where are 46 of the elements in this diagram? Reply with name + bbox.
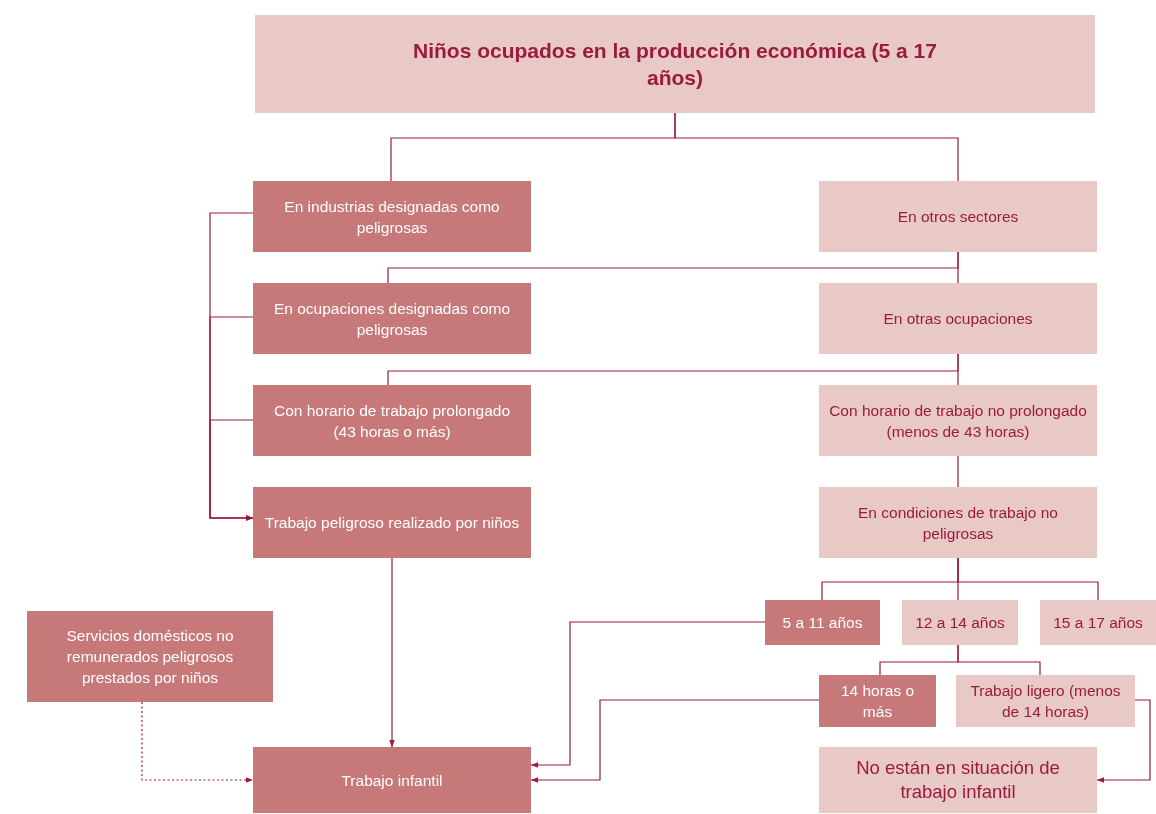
category-box <box>253 747 531 813</box>
outcome-box <box>819 181 1097 252</box>
arrow <box>530 621 766 768</box>
box-label: En ocupaciones designadas como peligrosas <box>272 298 512 340</box>
arrow <box>530 699 820 783</box>
box-label: Trabajo infantil <box>341 770 443 791</box>
category-box <box>27 611 273 702</box>
box-label: En condiciones de trabajo no peligrosas <box>857 502 1059 544</box>
connector-line <box>674 112 959 182</box>
box-label: Trabajo ligero (menos de 14 horas) <box>969 681 1122 722</box>
outcome-box <box>255 15 1095 113</box>
diagram-heading: Niños ocupados en la producción económica (5 a 17 años) <box>412 37 938 91</box>
box-label: Con horario de trabajo no prolongado (menos de 43 horas) <box>828 400 1088 442</box>
outcome-box <box>956 675 1135 727</box>
category-box <box>253 487 531 558</box>
outcome-box <box>819 385 1097 456</box>
box-label: Servicios domésticos no remunerados peligrosos prestados por niños <box>65 626 235 688</box>
category-box <box>819 675 936 727</box>
box-label: 5 a 11 años <box>782 613 863 633</box>
connector-line <box>957 455 959 488</box>
outcome-box <box>902 600 1018 645</box>
arrow <box>389 557 395 748</box>
category-box <box>253 385 531 456</box>
category-box <box>253 283 531 354</box>
category-box <box>765 600 880 645</box>
box-label: En industrias designadas como peligrosas <box>283 196 501 238</box>
box-label: No están en situación de trabajo infantil <box>855 755 1061 804</box>
box-label: Trabajo peligroso realizado por niños <box>264 513 520 533</box>
outcome-box <box>819 487 1097 558</box>
connector-line <box>957 353 959 386</box>
box-label: En otros sectores <box>897 207 1019 227</box>
box-label: En otras ocupaciones <box>883 309 1033 329</box>
outcome-box <box>819 747 1097 813</box>
box-label: Con horario de trabajo prolongado (43 horas o más) <box>272 400 512 442</box>
arrow <box>141 701 254 783</box>
category-box <box>253 181 531 252</box>
box-label: 14 horas o más <box>839 681 916 722</box>
connector-line <box>957 251 959 284</box>
box-label: 12 a 14 años <box>915 613 1005 633</box>
arrow <box>1096 699 1151 783</box>
connector-line <box>957 644 1041 676</box>
connector-line <box>957 557 1099 601</box>
arrow <box>209 419 254 521</box>
box-label: 15 a 17 años <box>1053 613 1143 633</box>
outcome-box <box>1040 600 1156 645</box>
outcome-box <box>819 283 1097 354</box>
